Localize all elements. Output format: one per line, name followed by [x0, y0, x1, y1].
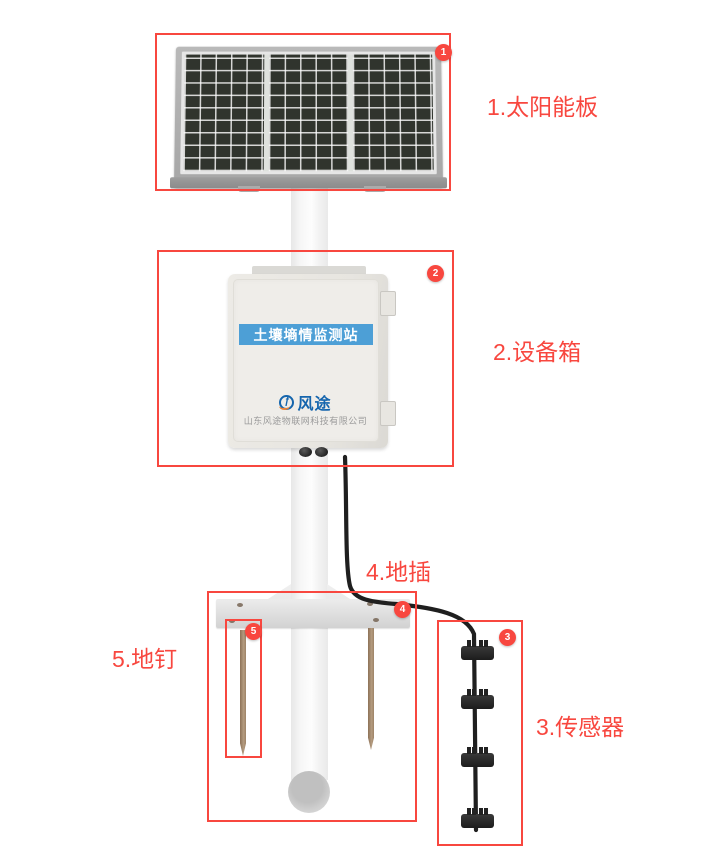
screw-hole-icon — [229, 619, 235, 623]
badge-ground-plug: 4 — [394, 601, 411, 618]
cable-gland-icon — [299, 447, 312, 457]
label-ground-plug: 4.地插 — [366, 559, 432, 585]
equipment-box: 土壤墒情监测站 ƒ 风途 山东风途物联网科技有限公司 — [228, 274, 396, 448]
cable-gland-icon — [315, 447, 328, 457]
box-mounting-bracket — [252, 266, 366, 277]
label-equipment-box: 2.设备箱 — [493, 339, 582, 365]
pole-bottom-opening — [288, 771, 330, 813]
equipment-box-door — [233, 279, 379, 442]
screw-hole-icon — [237, 603, 243, 607]
badge-ground-nail: 5 — [245, 623, 262, 640]
ground-nail-left — [240, 630, 246, 756]
brand-logo: ƒ 风途 — [228, 390, 383, 414]
label-ground-nail: 5.地钉 — [112, 646, 178, 672]
hinge-icon — [380, 401, 396, 426]
station-name-text: 土壤墒情监测站 — [253, 326, 359, 343]
annotation-box-sensor-chain — [437, 620, 523, 846]
company-name-text: 山东风途物联网科技有限公司 — [243, 416, 368, 426]
fengtu-logo-icon: ƒ — [279, 394, 295, 410]
annotation-box-ground-nail — [225, 619, 262, 758]
logo-orange-swoosh-icon — [279, 402, 291, 410]
badge-sensor-chain: 3 — [499, 629, 516, 646]
label-solar-panel: 1.太阳能板 — [487, 94, 599, 120]
hinge-icon — [380, 291, 396, 316]
annotation-box-equipment-box — [157, 250, 454, 467]
brand-name-text: 风途 — [297, 396, 332, 413]
badge-solar-panel: 1 — [435, 44, 452, 61]
label-sensor-chain: 3.传感器 — [536, 714, 625, 740]
station-name-banner: 土壤墒情监测站 — [239, 324, 373, 345]
annotation-box-solar-panel — [155, 33, 451, 191]
badge-equipment-box: 2 — [427, 265, 444, 282]
